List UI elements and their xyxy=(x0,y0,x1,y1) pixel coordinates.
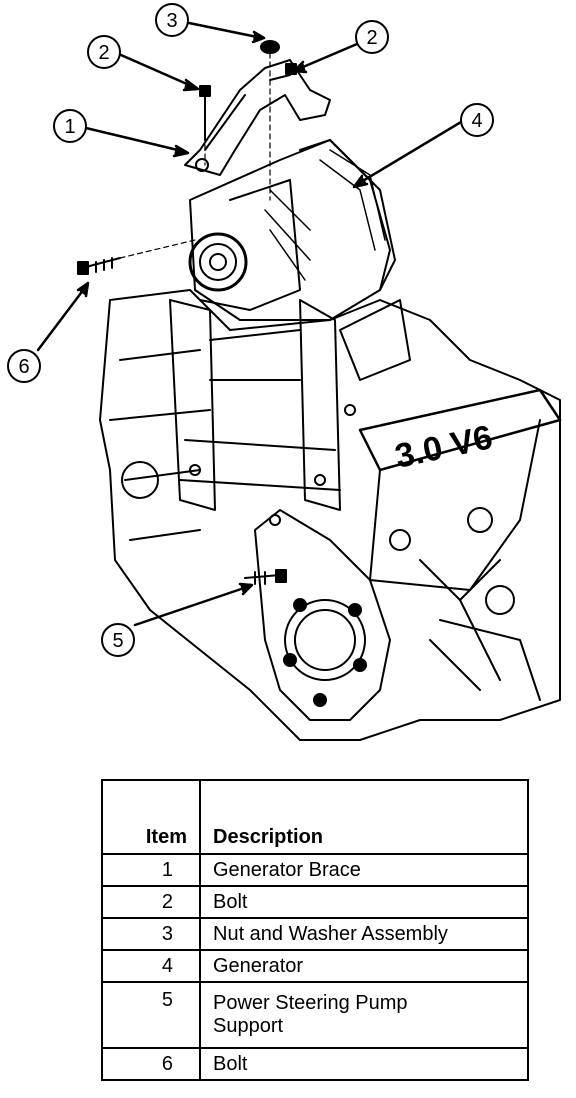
legend-item-number: 5 xyxy=(101,981,201,1049)
legend-row: 3 Nut and Washer Assembly xyxy=(101,917,529,951)
legend-row: 4 Generator xyxy=(101,949,529,983)
callout-3-label: 3 xyxy=(166,10,177,32)
callout-4-label: 4 xyxy=(471,110,482,132)
engine-label: 3.0 V6 xyxy=(392,418,496,476)
generator-brace xyxy=(184,59,331,176)
engine-block: 3.0 V6 xyxy=(99,289,562,741)
legend-item-number: 1 xyxy=(101,853,201,887)
engine-illustration: 3.0 V6 xyxy=(7,3,562,741)
legend-item-description: Bolt xyxy=(199,885,529,919)
generator-mounting-bracket xyxy=(169,299,411,511)
power-steering-pump-support xyxy=(254,509,391,721)
legend-item-description: Bolt xyxy=(199,1047,529,1081)
parts-legend-table: Item Description 1 Generator Brace 2 Bol… xyxy=(101,779,529,1081)
legend-item-description: Nut and Washer Assembly xyxy=(199,917,529,951)
callout-5-label: 5 xyxy=(112,630,123,652)
callout-4: 4 xyxy=(460,103,494,137)
callout-6: 6 xyxy=(7,349,41,383)
legend-row: 6 Bolt xyxy=(101,1047,529,1081)
callout-2-left: 2 xyxy=(87,35,121,69)
legend-item-description: Power Steering Pump Support xyxy=(199,981,529,1049)
legend-header-description: Description xyxy=(199,779,529,855)
callout-2-right: 2 xyxy=(355,20,389,54)
legend-item-number: 6 xyxy=(101,1047,201,1081)
legend-row: 5 Power Steering Pump Support xyxy=(101,981,529,1049)
callout-3: 3 xyxy=(155,3,189,37)
generator xyxy=(188,139,396,321)
callout-2-right-label: 2 xyxy=(366,27,377,49)
legend-header-row: Item Description xyxy=(101,779,529,855)
callout-2-left-label: 2 xyxy=(98,42,109,64)
bolt-5 xyxy=(244,569,287,585)
legend-row: 1 Generator Brace xyxy=(101,853,529,887)
callout-1-label: 1 xyxy=(64,116,75,138)
legend-item-number: 2 xyxy=(101,885,201,919)
callout-1: 1 xyxy=(53,109,87,143)
nut-washer-assembly xyxy=(260,40,280,201)
legend-item-number: 3 xyxy=(101,917,201,951)
legend-item-number: 4 xyxy=(101,949,201,983)
bolt-6 xyxy=(77,257,121,275)
legend-item-description: Generator xyxy=(199,949,529,983)
callout-leaders xyxy=(36,21,463,627)
legend-header-item: Item xyxy=(101,779,201,855)
legend-row: 2 Bolt xyxy=(101,885,529,919)
callout-6-label: 6 xyxy=(18,356,29,378)
callout-5: 5 xyxy=(101,623,135,657)
legend-item-description: Generator Brace xyxy=(199,853,529,887)
